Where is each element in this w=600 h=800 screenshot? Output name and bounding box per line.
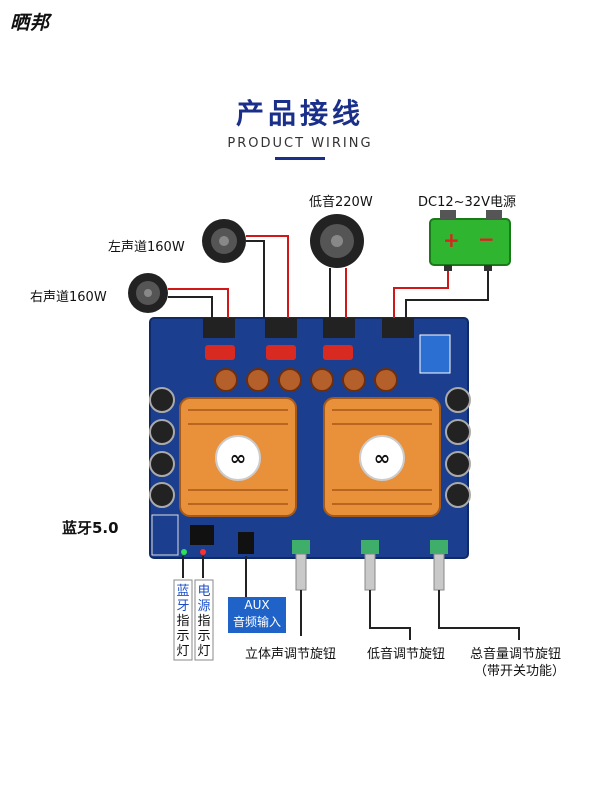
- left-speaker-terminal: [203, 318, 235, 338]
- coil-row: [214, 368, 398, 392]
- left-speaker-icon: [202, 219, 246, 263]
- bass-speaker-label: 低音220W: [309, 195, 373, 210]
- battery-icon: [429, 218, 511, 266]
- bt-led: [181, 549, 187, 555]
- inductor: [205, 345, 235, 360]
- stereo-knob-base: [292, 540, 310, 554]
- power-supply-label: DC12~32V电源: [418, 195, 516, 210]
- svg-text:∞: ∞: [230, 446, 247, 470]
- bass-knob-base: [361, 540, 379, 554]
- right-speaker-icon: [128, 273, 168, 313]
- brand-logo: 晒邦: [10, 12, 51, 34]
- capacitors-left: [149, 387, 175, 508]
- page-title: 产品接线: [235, 97, 364, 130]
- fan-hub-right: [359, 435, 405, 481]
- inductor: [266, 345, 296, 360]
- aux-input-label: AUX 音频输入: [228, 597, 286, 633]
- volume-knob-note: （带开关功能）: [474, 664, 566, 679]
- chip: [190, 525, 214, 545]
- stereo-knob-label: 立体声调节旋钮: [245, 647, 337, 662]
- aux-jack: [238, 532, 254, 554]
- inductor: [323, 345, 353, 360]
- battery-minus: −: [478, 227, 495, 251]
- power-indicator-label: 电 源 指 示 灯: [197, 584, 211, 659]
- volume-knob-label: 总音量调节旋钮: [470, 647, 562, 662]
- relay: [419, 334, 451, 374]
- bass-knob-shaft: [364, 553, 376, 591]
- power-terminal: [382, 318, 414, 338]
- bass-speaker-icon: [310, 214, 364, 268]
- heatsink-fins: [188, 409, 432, 505]
- left-channel-label: 左声道160W: [108, 240, 185, 255]
- right-channel-label: 右声道160W: [30, 290, 107, 305]
- page-subtitle: PRODUCT WIRING: [227, 136, 373, 151]
- bt-indicator-label: 蓝 牙 指 示 灯: [176, 584, 190, 659]
- battery-plus: +: [443, 228, 460, 252]
- bluetooth-label: 蓝牙5.0: [62, 519, 119, 537]
- power-indicator-box: [194, 579, 214, 661]
- bt-indicator-box: [173, 579, 193, 661]
- bass-speaker-terminal: [265, 318, 297, 338]
- volume-knob-base: [430, 540, 448, 554]
- bluetooth-module: [151, 514, 179, 556]
- title-underline: [275, 157, 325, 160]
- fan-hub-left: [215, 435, 261, 481]
- volume-knob-shaft: [433, 553, 445, 591]
- bass-knob-label: 低音调节旋钮: [367, 647, 446, 662]
- right-speaker-terminal: [323, 318, 355, 338]
- stereo-knob-shaft: [295, 553, 307, 591]
- svg-text:∞: ∞: [374, 446, 391, 470]
- power-led: [200, 549, 206, 555]
- capacitors-right: [445, 387, 471, 508]
